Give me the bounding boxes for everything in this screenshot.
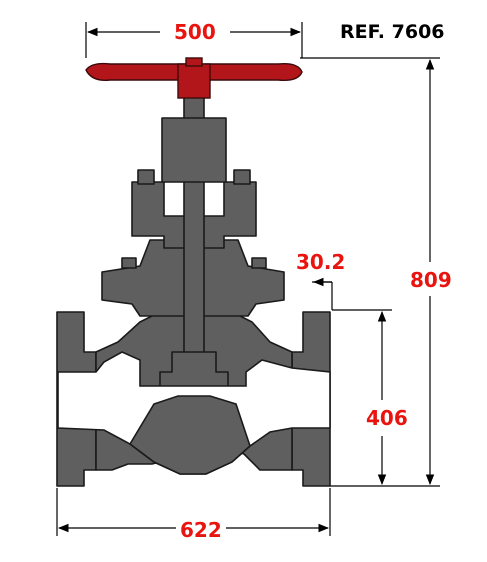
nut-right (251, 257, 267, 269)
dim-overall-height: 809 (410, 268, 452, 292)
dimension-lines (56, 22, 440, 536)
yoke (131, 181, 257, 249)
nut-left (121, 257, 137, 269)
dim-flange-height: 406 (366, 406, 408, 430)
dim-stem-offset: 30.2 (296, 250, 346, 274)
handwheel-hub (177, 63, 211, 99)
dim-face-to-face: 622 (180, 518, 222, 542)
handwheel-cap (185, 57, 203, 67)
valve-seat (128, 395, 251, 475)
dim-handwheel-diameter: 500 (174, 20, 216, 44)
reference-label: REF. 7606 (340, 21, 445, 43)
stem-column (161, 117, 227, 183)
stud-right (233, 169, 251, 185)
stud-left (137, 169, 155, 185)
handwheel (85, 57, 303, 99)
